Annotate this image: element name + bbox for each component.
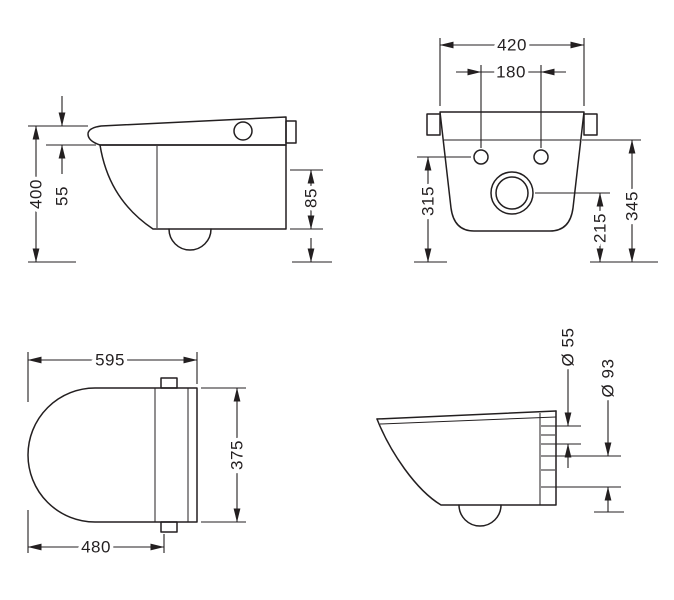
hinge-bracket	[285, 120, 297, 144]
dim-label-215: 215	[591, 213, 610, 243]
dim-215: 215	[535, 192, 613, 263]
outlet-outer-circle	[490, 171, 534, 215]
rim-top-line	[376, 410, 557, 420]
dim-label-55: 55	[53, 186, 72, 206]
dim-85: 85	[290, 169, 324, 263]
rim-inner-line	[379, 416, 557, 425]
side-view: 400 55 85	[23, 96, 332, 263]
dim-label-180: 180	[496, 63, 526, 82]
dim-400: 400	[23, 125, 88, 263]
rear-view: 420 180 315 215 345	[414, 32, 658, 263]
dim-595: 595	[27, 347, 198, 402]
right-fixing-hole	[533, 149, 549, 165]
dim-label-315: 315	[419, 186, 438, 216]
outlet-arc	[168, 228, 212, 251]
dim-420: 420	[439, 32, 585, 106]
dim-180: 180	[456, 59, 566, 148]
dim-label-595: 595	[95, 351, 125, 370]
left-fixing-hole	[473, 149, 489, 165]
top-view: 595 375 480	[27, 347, 250, 560]
dim-55: 55	[46, 96, 96, 209]
dim-label-480: 480	[81, 538, 111, 557]
connection-side-view: Ø 55 Ø 93	[376, 324, 624, 527]
dim-label-diameter-93: Ø 93	[599, 359, 618, 398]
dim-label-420: 420	[497, 36, 527, 55]
top-view-outline	[27, 387, 198, 523]
left-mount-tab	[426, 113, 441, 136]
dim-345: 345	[582, 139, 645, 263]
dim-label-diameter-55: Ø 55	[559, 328, 578, 367]
bowl-profile	[376, 410, 557, 506]
dim-label-400: 400	[27, 179, 46, 209]
bowl-body-outline	[99, 144, 287, 230]
hinge-circle	[233, 121, 253, 141]
dim-outlet-diameter: Ø 93	[551, 355, 621, 512]
rear-body-outline	[439, 111, 585, 232]
outlet-inner-circle	[495, 176, 529, 210]
dim-315: 315	[414, 156, 471, 263]
bottom-mount-tab	[160, 521, 178, 533]
dim-label-345: 345	[623, 191, 642, 221]
dim-480: 480	[27, 510, 165, 560]
top-mount-tab	[160, 377, 178, 389]
dim-label-85: 85	[302, 188, 321, 208]
outlet-arc	[458, 504, 502, 527]
dim-supply-diameter: Ø 55	[551, 324, 581, 468]
right-mount-tab	[583, 113, 598, 136]
dim-375: 375	[201, 387, 250, 523]
dim-label-375: 375	[228, 440, 247, 470]
